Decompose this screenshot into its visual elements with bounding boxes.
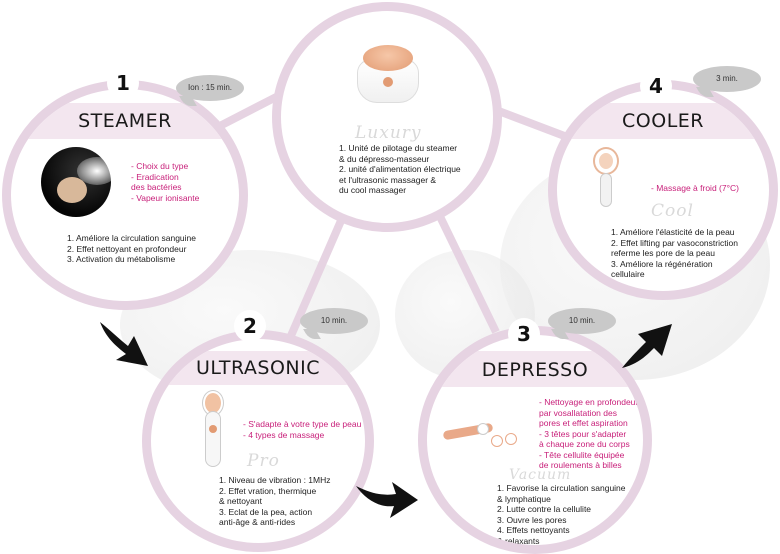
ultrasonic-features: - S'adapte à votre type de peau - 4 type… xyxy=(243,419,361,440)
center-control-unit-circle: Luxury 1. Unité de pilotage du steamer &… xyxy=(272,2,502,232)
depresso-feature: - Nettoyage en profondeur xyxy=(539,397,639,407)
cooler-step-number: 4 xyxy=(640,70,672,102)
depresso-benefits: 1. Favorise la circulation sanguine & ly… xyxy=(497,483,626,546)
ultrasonic-benefit: anti-âge & anti-rides xyxy=(219,517,296,527)
center-line: et l'ultrasonic massager & xyxy=(339,174,437,185)
cooler-title-band xyxy=(557,103,769,139)
cooler-script-word: Cool xyxy=(651,201,694,221)
center-script-word: Luxury xyxy=(355,123,422,143)
depresso-features: - Nettoyage en profondeur par vosallatat… xyxy=(539,397,638,471)
depresso-benefit: 4. Effets nettoyants xyxy=(497,525,570,535)
flow-arrow-3-to-4-icon xyxy=(622,324,672,368)
steamer-benefits: 1. Améliore la circulation sanguine 2. E… xyxy=(67,233,196,265)
ultrasonic-circle: ULTRASONIC - S'adapte à votre type de pe… xyxy=(142,330,374,552)
cooler-benefits: 1. Améliore l'élasticité de la peau 2. E… xyxy=(611,227,738,280)
ultrasonic-benefit: 3. Eclat de la pea, action xyxy=(219,506,313,517)
steamer-feature: - Vapeur ionisante xyxy=(131,192,200,203)
ultrasonic-benefits: 1. Niveau de vibration : 1MHz 2. Effet v… xyxy=(219,475,331,528)
steamer-benefit: 2. Effet nettoyant en profondeur xyxy=(67,243,187,254)
ultrasonic-benefit: & nettoyant xyxy=(219,496,263,506)
cooler-device-image xyxy=(593,147,619,209)
steamer-features: - Choix du type - Eradication des bactér… xyxy=(131,161,199,203)
flow-arrow-1-to-2-icon xyxy=(100,322,148,366)
depresso-script-word: Vacuum xyxy=(509,467,572,483)
depresso-benefit: 2. Lutte contre la cellulite xyxy=(497,504,592,514)
flow-arrow-2-to-3-icon xyxy=(356,482,418,518)
cooler-benefit: 3. Améliore la régénération xyxy=(611,258,713,269)
steamer-benefit: 3. Activation du métabolisme xyxy=(67,254,176,264)
ultrasonic-script-word: Pro xyxy=(247,451,280,471)
steamer-feature: des bactéries xyxy=(131,182,182,192)
steamer-time-bubble: Ion : 15 min. xyxy=(176,75,244,101)
depresso-benefit: 1. Favorise la circulation sanguine xyxy=(497,483,626,493)
steamer-feature: - Choix du type xyxy=(131,161,189,171)
steamer-title: STEAMER xyxy=(78,110,172,132)
cooler-benefit: cellulaire xyxy=(611,269,645,279)
center-line: & du dépresso-masseur xyxy=(339,153,430,164)
cooler-features: - Massage à froid (7°C) xyxy=(651,183,739,194)
depresso-time-bubble: 10 min. xyxy=(548,308,616,334)
ultrasonic-title: ULTRASONIC xyxy=(195,357,320,379)
cooler-benefit: referme les pore de la peau xyxy=(611,248,715,258)
depresso-title: DEPRESSO xyxy=(481,359,589,381)
depresso-feature: pores et effet aspiration xyxy=(539,418,628,428)
cooler-benefit: 2. Effet lifting par vasoconstriction xyxy=(611,237,738,248)
center-description: 1. Unité de pilotage du steamer & du dép… xyxy=(339,143,461,196)
cooler-circle: COOLER - Massage à froid (7°C) Cool 1. A… xyxy=(548,80,778,300)
depresso-benefit: & relaxants xyxy=(497,535,540,546)
steamer-step-number: 1 xyxy=(107,67,139,99)
center-line: du cool massager xyxy=(339,185,407,195)
depresso-feature: de roulements à billes xyxy=(539,460,622,470)
ultrasonic-feature: - S'adapte à votre type de peau xyxy=(243,419,362,429)
ultrasonic-feature: - 4 types de massage xyxy=(243,429,325,440)
depresso-circle: DEPRESSO - Nettoyage en profondeur par v… xyxy=(418,326,652,554)
cooler-feature: - Massage à froid (7°C) xyxy=(651,183,739,193)
depresso-feature: - Tête cellulite équipée xyxy=(539,449,625,460)
ultrasonic-step-number: 2 xyxy=(234,310,266,342)
depresso-step-number: 3 xyxy=(508,318,540,350)
center-line: 1. Unité de pilotage du steamer xyxy=(339,143,458,153)
steamer-benefit: 1. Améliore la circulation sanguine xyxy=(67,233,196,243)
cooler-time-bubble: 3 min. xyxy=(693,66,761,92)
steamer-title-band xyxy=(11,103,239,139)
steamer-face-image xyxy=(41,147,117,217)
ultrasonic-device-image xyxy=(201,391,225,469)
steamer-feature: - Eradication xyxy=(131,171,179,182)
ultrasonic-benefit: 2. Effet vration, thermique xyxy=(219,485,317,496)
depresso-benefit: & lymphatique xyxy=(497,493,551,504)
steamer-circle: STEAMER - Choix du type - Eradication de… xyxy=(2,80,248,310)
depresso-device-image xyxy=(442,422,519,449)
ultrasonic-time-bubble: 10 min. xyxy=(300,308,368,334)
ultrasonic-title-band xyxy=(151,351,365,385)
depresso-feature: par vosallatation des xyxy=(539,407,617,418)
control-unit-device-image xyxy=(357,45,419,105)
cooler-benefit: 1. Améliore l'élasticité de la peau xyxy=(611,227,735,237)
cooler-title: COOLER xyxy=(622,110,704,132)
center-line: 2. unité d'alimentation électrique xyxy=(339,164,461,174)
depresso-benefit: 3. Ouvre les pores xyxy=(497,514,567,525)
depresso-feature: à chaque zone du corps xyxy=(539,439,630,449)
depresso-title-band xyxy=(427,351,643,387)
depresso-feature: - 3 têtes pour s'adapter xyxy=(539,428,627,439)
ultrasonic-benefit: 1. Niveau de vibration : 1MHz xyxy=(219,475,331,485)
